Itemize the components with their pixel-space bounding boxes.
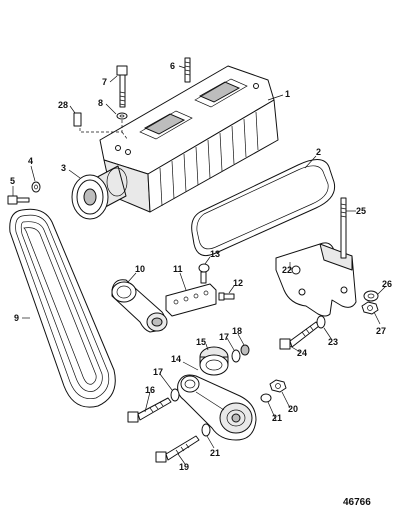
fitting-part-28 [73, 112, 82, 127]
callout-23: 23 [328, 337, 338, 347]
callout-19: 19 [179, 462, 189, 472]
callout-7: 7 [102, 77, 107, 87]
callout-11: 11 [173, 264, 183, 274]
callout-18: 18 [232, 326, 242, 336]
callout-17-lower: 17 [153, 367, 163, 377]
gasket [191, 159, 336, 257]
stud-part-6 [184, 57, 191, 83]
idler-pulley [199, 346, 229, 376]
bolt-part-7 [116, 65, 128, 108]
bushing-part-18 [240, 344, 250, 356]
callout-4: 4 [28, 156, 33, 166]
callout-21-lower: 21 [210, 448, 220, 458]
mounting-bracket [275, 242, 357, 317]
adjuster-bracket [165, 283, 217, 317]
callout-5: 5 [10, 176, 15, 186]
callout-12: 12 [233, 278, 243, 288]
callout-22: 22 [282, 265, 292, 275]
supercharger-pulley [71, 165, 128, 220]
drive-belt [9, 208, 116, 408]
callout-13: 13 [210, 249, 220, 259]
callout-16: 16 [145, 385, 155, 395]
nut-part-20 [269, 379, 287, 393]
callout-27: 27 [376, 326, 386, 336]
nut-part-27 [361, 301, 379, 315]
callout-6: 6 [170, 61, 175, 71]
bolt-part-24 [279, 321, 320, 350]
washer-part-21-upper [260, 393, 272, 403]
supercharger-body [99, 65, 279, 213]
callout-8: 8 [98, 98, 103, 108]
callout-10: 10 [135, 264, 145, 274]
bolt-part-19 [155, 435, 200, 463]
callout-2: 2 [316, 147, 321, 157]
callout-24: 24 [297, 348, 307, 358]
callout-9: 9 [14, 313, 19, 323]
callout-20: 20 [288, 404, 298, 414]
callout-26: 26 [382, 279, 392, 289]
bolt-part-5 [7, 195, 30, 205]
callout-15: 15 [196, 337, 206, 347]
stud-part-25 [340, 197, 347, 259]
washer-part-26 [363, 290, 379, 302]
callout-1: 1 [285, 89, 290, 99]
callout-21-upper: 21 [272, 413, 282, 423]
callout-3: 3 [61, 163, 66, 173]
screw-part-12 [218, 292, 235, 301]
bolt-part-16 [127, 397, 172, 423]
tensioner-arm [111, 279, 168, 333]
drawing-number: 46766 [343, 497, 371, 508]
leader-lines [12, 65, 387, 465]
callout-14: 14 [171, 354, 181, 364]
washer-part-21-lower [201, 423, 211, 437]
washer-part-8 [116, 112, 128, 120]
spacer-part-17-upper [231, 349, 241, 363]
tensioner-housing [177, 374, 257, 441]
spacer-part-17-lower [170, 388, 180, 402]
callout-labels: 1 2 3 4 5 6 7 8 28 9 10 11 13 12 15 17 1… [10, 61, 392, 472]
callout-25: 25 [356, 206, 366, 216]
washer-part-4 [31, 181, 41, 193]
callout-28: 28 [58, 100, 68, 110]
screw-part-13 [198, 263, 210, 284]
washer-part-23 [316, 315, 326, 329]
callout-17-upper: 17 [219, 332, 229, 342]
